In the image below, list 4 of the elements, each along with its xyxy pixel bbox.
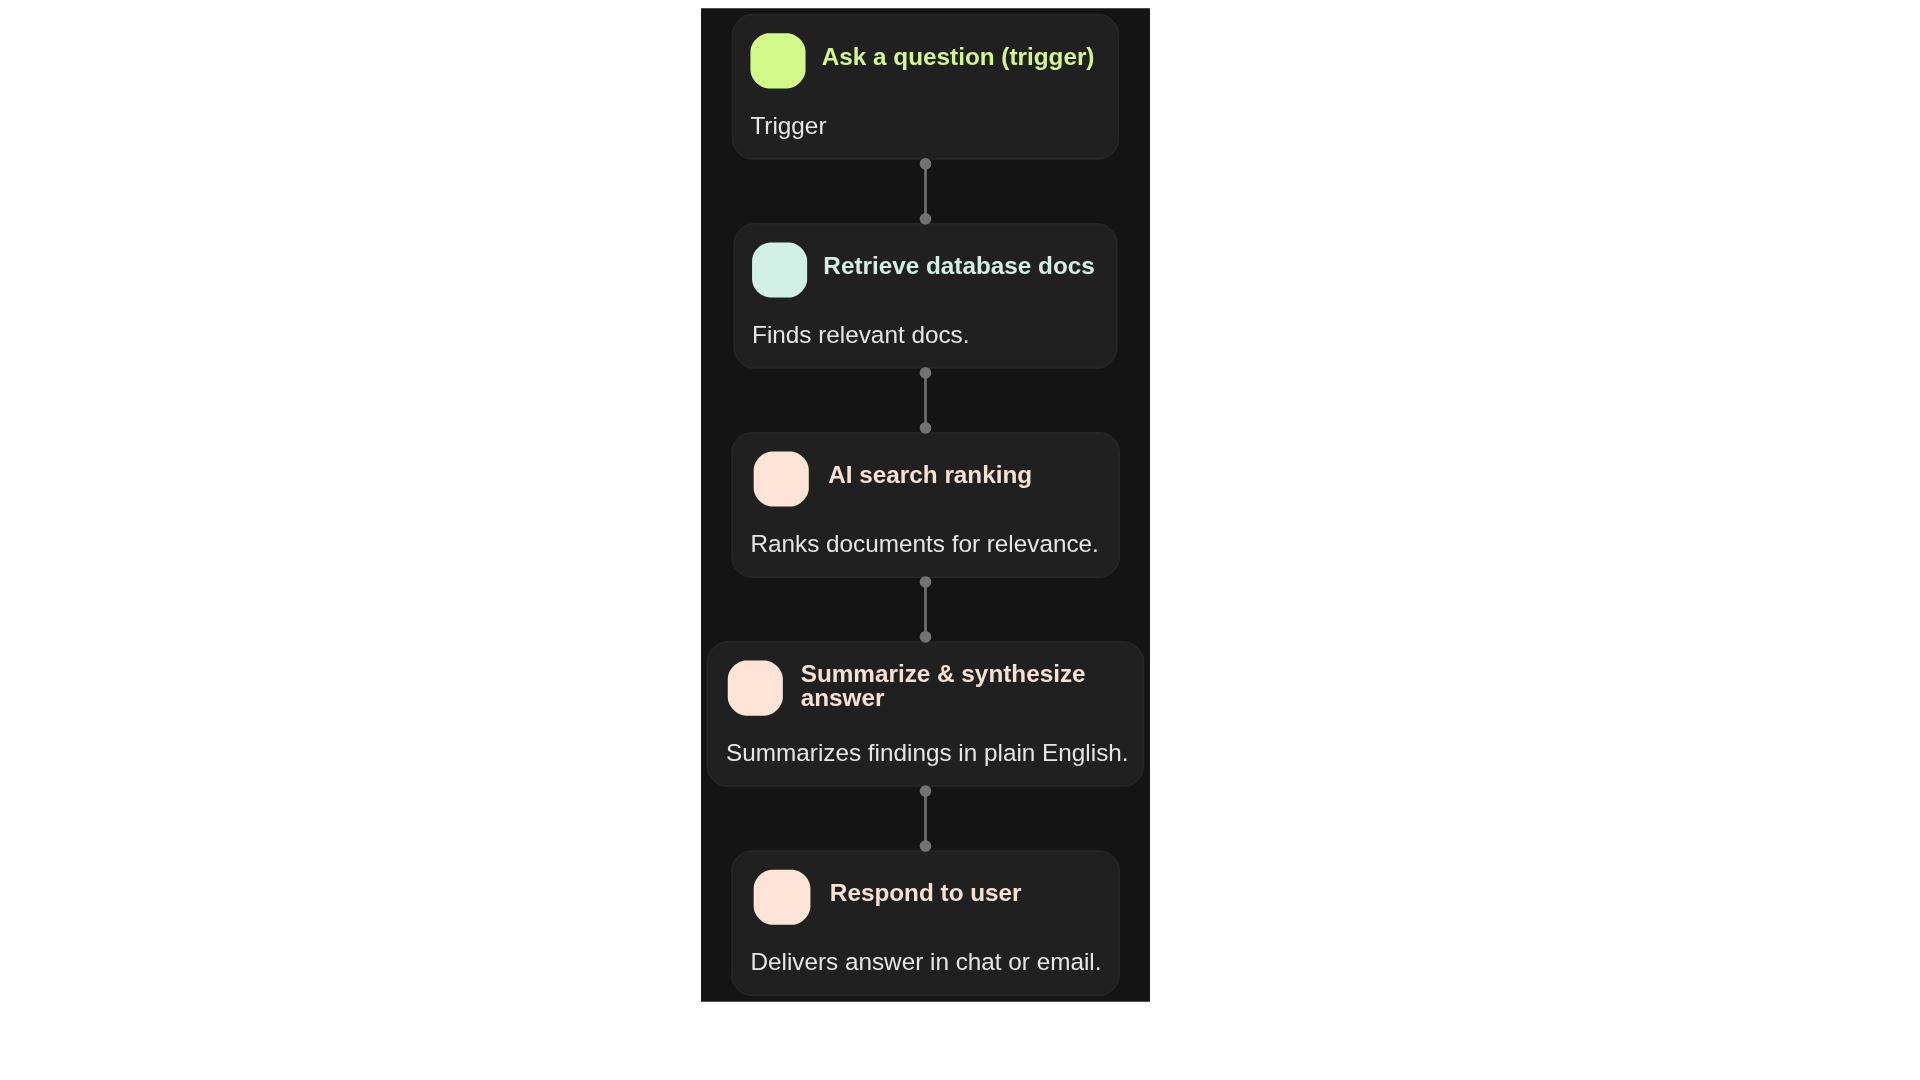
connector [919, 158, 931, 225]
connector [919, 576, 931, 643]
connector [919, 367, 931, 434]
connector [919, 785, 931, 852]
